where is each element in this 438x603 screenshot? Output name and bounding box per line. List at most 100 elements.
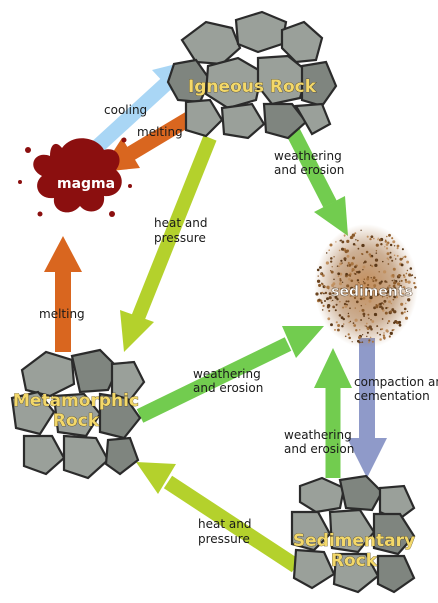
weathering-arrow-metamorphic [136,326,324,423]
sediment-particle [339,272,343,276]
sediment-particle [343,257,347,261]
sediment-particle [402,274,405,277]
sediment-particle [343,234,346,237]
sediment-particle [392,284,396,288]
sediment-particle [315,292,319,296]
sediment-particle [361,341,364,343]
sediment-particle [363,315,365,317]
sediment-particle [322,304,325,307]
melting-igneous-label: melting [137,125,183,139]
sediment-particle [399,257,403,261]
sediment-particle [404,278,407,282]
sediment-particle [362,312,366,316]
sediment-particle [371,265,374,268]
sediment-particle [336,298,339,301]
sediment-particle [362,296,366,300]
sediment-particle [381,307,384,310]
sediment-particle [400,293,404,297]
sediment-particle [368,299,372,303]
sediment-particle [409,267,413,270]
sediment-particle [391,237,394,240]
sediment-particle [385,243,389,246]
sediment-particle [406,269,409,272]
sediment-particle [339,279,342,282]
sediment-particle [386,235,388,238]
sediment-particle [352,322,355,324]
sediment-particle [349,295,352,297]
sediment-particle [361,291,363,294]
sediment-particle [384,246,386,248]
compaction-label-line2: cementation [354,389,430,403]
sediment-particle [370,318,372,321]
sediment-particle [348,336,351,340]
sediment-particle [340,287,343,290]
sediment-particle [357,247,360,250]
sediment-particle [350,286,354,290]
sediment-particle [349,320,352,323]
sediment-particle [360,287,363,291]
sediment-particle [388,335,391,338]
sediment-particle [372,280,375,283]
sediment-particle [410,292,413,295]
heat-pressure-arrow-igneous [120,135,217,352]
sediment-particle [405,302,407,305]
sediment-particle [318,298,321,302]
sedimentary-rock-node: Sedimentary Rock [290,474,415,594]
sediment-particle [347,300,350,303]
sediment-particle [321,309,324,311]
sediment-particle [365,287,369,291]
sediment-particle [386,322,389,324]
sediment-particle [354,307,357,309]
sediment-particle [384,288,387,291]
sediment-particle [351,268,355,272]
sediment-particle [393,321,396,325]
sediment-particle [349,236,353,240]
sediment-particle [354,270,357,272]
sediment-particle [391,259,394,262]
sediment-particle [407,298,411,302]
sediment-particle [372,276,376,280]
sediment-particle [369,295,373,300]
sediment-particle [334,295,338,299]
sediment-particle [375,250,378,252]
sediment-particle [393,254,396,256]
sediment-particle [361,243,365,248]
sediment-particle [352,242,356,246]
sediment-particle [326,305,330,309]
sediment-particle [382,334,386,337]
sediment-particle [389,243,393,247]
sediment-particle [374,279,378,282]
sediment-particle [348,263,352,267]
sediment-particle [338,249,341,252]
sediment-particle [358,329,361,331]
weathering-sedimentary-label-line2: and erosion [284,442,354,456]
sediment-particle [388,300,391,304]
sediment-particle [376,332,379,334]
sediment-particle [392,240,396,244]
sediment-particle [355,239,357,241]
sediment-particle [354,232,357,235]
sediment-particle [378,238,382,242]
sediment-particle [369,336,372,339]
sediment-particle [364,325,366,327]
sediment-particle [377,238,379,241]
sediment-particle [373,312,378,317]
sediment-particle [338,314,342,317]
sediment-particle [337,324,341,327]
sediment-particle [333,287,336,290]
sediment-particle [316,268,320,272]
sediment-particle [349,307,351,310]
sediment-particle [353,296,357,300]
sediment-particle [336,328,340,332]
sediment-particle [402,256,404,258]
sediment-particle [369,237,372,241]
sediment-particle [329,243,333,247]
sediment-particle [385,239,387,241]
sediment-particle [393,281,397,285]
sediment-particle [393,310,397,314]
sediment-particle [391,308,395,312]
sediment-particle [337,275,340,278]
sediment-particle [353,272,356,275]
sediment-particle [381,318,384,320]
sediment-particle [341,292,344,294]
